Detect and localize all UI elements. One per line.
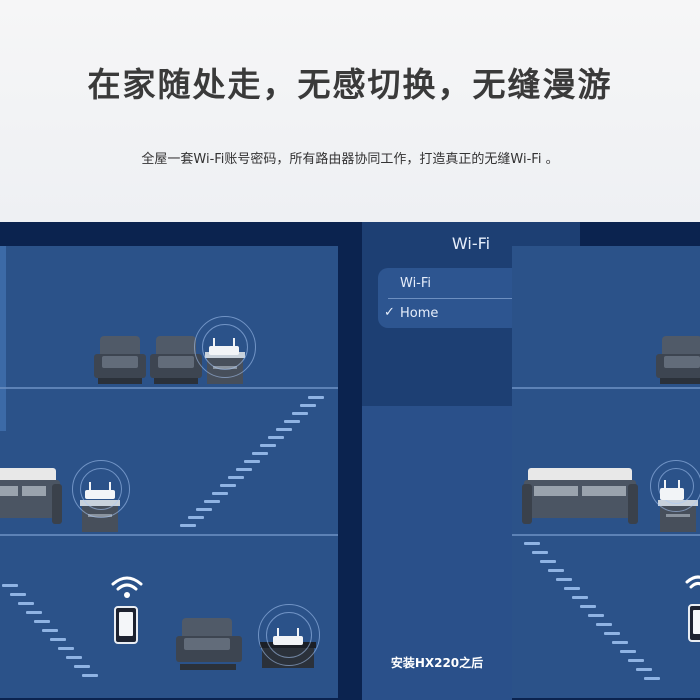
floor-1 — [0, 387, 338, 389]
network-name: Home — [400, 306, 439, 321]
house-left — [0, 246, 338, 698]
phone-icon — [114, 606, 138, 644]
subline: 全屋一套Wi-Fi账号密码，所有路由器协同工作，打造真正的无缝Wi-Fi 。 — [141, 152, 559, 167]
headline: 在家随处走，无感切换，无缝漫游 — [87, 65, 613, 104]
sofa — [0, 468, 62, 530]
wifi-icon — [111, 576, 143, 598]
phone-icon — [688, 604, 700, 642]
after-install-label: 安装HX220之后 — [390, 656, 484, 670]
armchair — [176, 618, 242, 674]
house-middle — [362, 406, 512, 700]
floor-1 — [512, 387, 700, 389]
armchair — [94, 336, 146, 386]
wifi-toggle-label: Wi-Fi — [400, 276, 432, 291]
house-left-edge — [0, 246, 6, 431]
armchair — [150, 336, 202, 386]
floor-2 — [512, 534, 700, 536]
house-right — [512, 246, 700, 698]
house-scene: 安装HX220之后 Wi-Fi Wi-Fi ✓ Home — [0, 222, 700, 700]
armchair — [656, 336, 700, 386]
wifi-icon — [685, 575, 700, 589]
wifi-panel-title: Wi-Fi — [451, 234, 491, 253]
floor-2 — [0, 534, 338, 536]
hero-banner: 在家随处走，无感切换，无缝漫游 全屋一套Wi-Fi账号密码，所有路由器协同工作，… — [0, 0, 700, 222]
row-divider — [388, 298, 554, 299]
checkmark-icon: ✓ — [384, 305, 395, 320]
sofa — [522, 468, 638, 530]
